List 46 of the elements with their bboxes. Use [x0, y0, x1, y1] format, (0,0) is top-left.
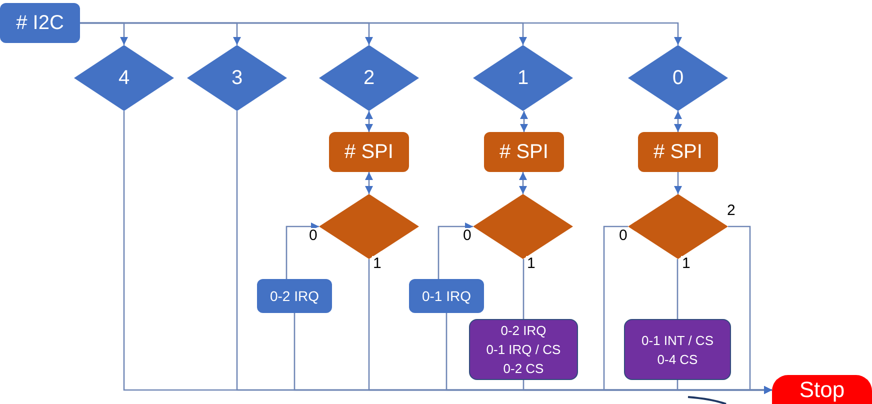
decision-diamond: [319, 45, 419, 111]
decision-diamond: [473, 45, 573, 111]
process-box: [329, 132, 409, 172]
arrow: [365, 172, 373, 194]
decision-diamond: [319, 194, 419, 259]
process-box: [257, 279, 332, 313]
decision-diamond: [628, 194, 728, 259]
decision-diamond: [628, 45, 728, 111]
arrow: [438, 222, 473, 279]
node-label: # SPI: [344, 140, 394, 165]
edge-label: 0: [308, 228, 318, 244]
decision-diamond: [473, 194, 573, 259]
edge-label: 0: [618, 228, 628, 244]
arrow: [286, 222, 319, 279]
process-box: [638, 132, 718, 172]
process-box: [484, 132, 564, 172]
edge-label: 0: [462, 228, 472, 244]
arrow: [520, 111, 528, 132]
node-label: 0-1 INT / CS: [641, 332, 714, 350]
node-label: 0-2 CS: [503, 360, 544, 378]
arrow: [519, 172, 527, 194]
start-box: [0, 3, 80, 43]
decision-diamond: [74, 45, 174, 111]
node-label: 0-1 IRQ: [422, 286, 471, 306]
node-label: 1: [517, 66, 529, 91]
node-label: 3: [231, 66, 243, 91]
process-box: [624, 319, 731, 380]
arrow: [80, 22, 682, 45]
node-label: 4: [118, 66, 130, 91]
node-label: # SPI: [500, 140, 548, 165]
node-label: 0-4 CS: [657, 350, 698, 368]
arrow: [674, 111, 682, 132]
node-label: 0-2 IRQ: [270, 286, 319, 306]
node-label: 2: [363, 66, 375, 91]
terminal-box: [772, 375, 872, 404]
node-label: # SPI: [654, 140, 702, 165]
arrow: [365, 111, 373, 132]
process-box: [409, 279, 484, 313]
node-label: # I2C: [16, 11, 64, 36]
decision-diamond: [187, 45, 287, 111]
arrow: [674, 172, 682, 194]
process-box: [469, 319, 578, 380]
node-label: 0: [672, 66, 684, 91]
node-label: Stop: [799, 376, 845, 404]
node-label: 0-1 IRQ / CS: [486, 341, 561, 359]
node-label: 0-2 IRQ: [500, 322, 546, 340]
